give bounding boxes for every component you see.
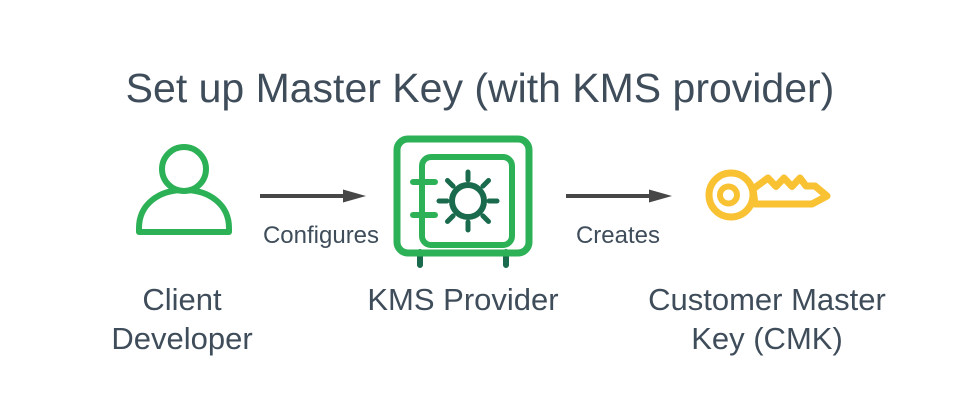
arrow-right-icon [566, 189, 672, 203]
label-line: Customer Master [648, 282, 886, 317]
label-line: KMS Provider [367, 282, 559, 317]
label-line: Developer [111, 321, 253, 356]
label-kms-provider: KMS Provider [353, 280, 573, 319]
node-kms-provider [393, 135, 533, 268]
label-line: Key (CMK) [691, 321, 843, 356]
label-line: Client [142, 282, 222, 317]
label-customer-master-key: Customer Master Key (CMK) [637, 280, 897, 358]
edge-configures-label: Configures [262, 222, 380, 249]
arrow-right-icon [260, 189, 366, 203]
edge-creates-arrow [564, 188, 674, 204]
node-client-developer [136, 144, 232, 236]
diagram-title: Set up Master Key (with KMS provider) [125, 65, 835, 111]
node-customer-master-key [702, 162, 834, 228]
label-client-developer: Client Developer [82, 280, 282, 358]
edge-creates-label: Creates [575, 222, 661, 249]
vault-icon [393, 135, 533, 268]
person-icon [136, 144, 232, 235]
key-icon [705, 169, 831, 221]
edge-configures-arrow [258, 188, 368, 204]
